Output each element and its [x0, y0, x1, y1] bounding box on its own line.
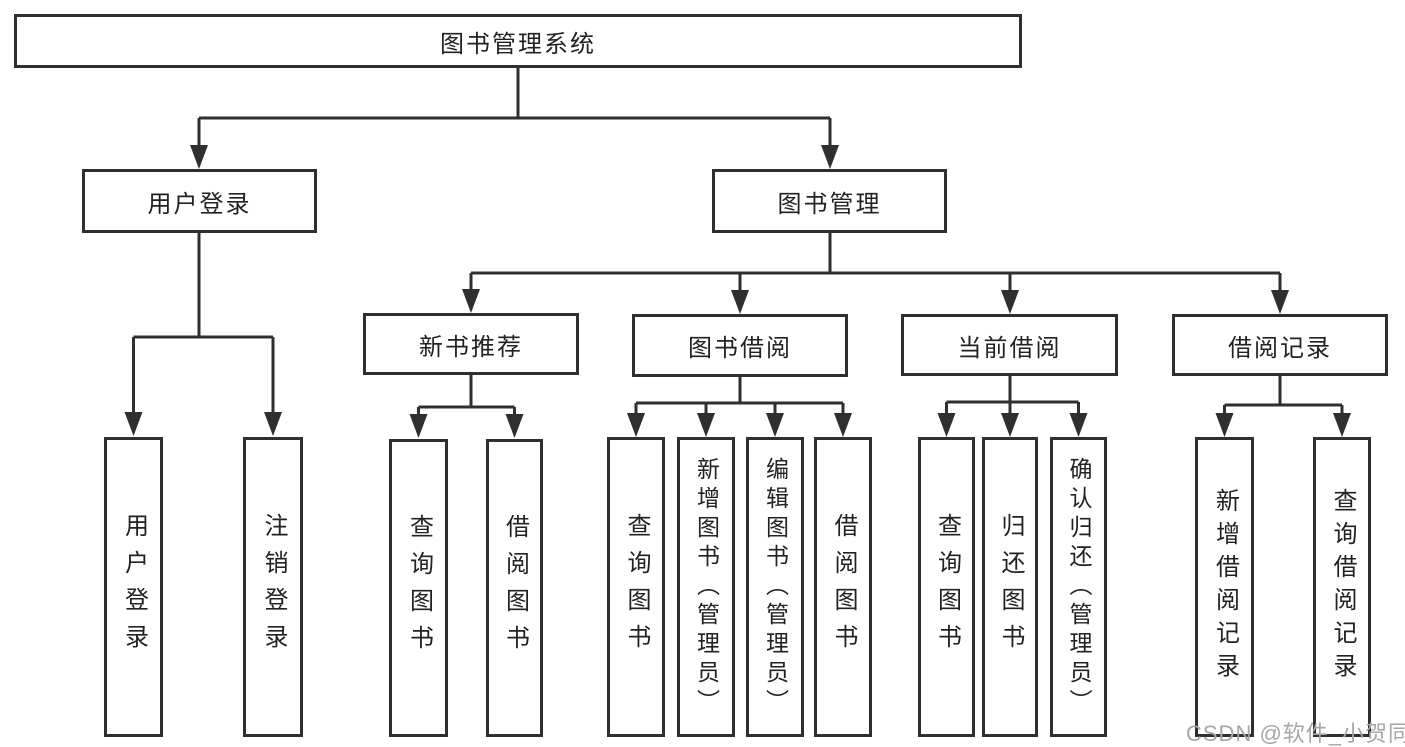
arrowheads-book-mgmt: [462, 289, 1289, 314]
node-book-mgmt-branch-label: 图书管理: [777, 190, 882, 218]
node-root-system: 图书管理系统: [14, 14, 1022, 68]
leaf-current-query: 查询图书: [918, 437, 975, 737]
leaf-records-query: 查询借阅记录: [1313, 437, 1371, 737]
leaf-borrow-query: 查询图书: [607, 437, 665, 737]
leaf-current-confirm-admin: 确认归还（管理员）: [1050, 437, 1107, 737]
leaf-user-logout-label: 注销登录: [260, 513, 287, 661]
leaf-newbooks-query: 查询图书: [389, 439, 448, 737]
node-new-books: 新书推荐: [363, 313, 579, 375]
leaf-records-query-label: 查询借阅记录: [1329, 488, 1356, 686]
leaf-current-return: 归还图书: [982, 437, 1038, 737]
node-user-login-branch: 用户登录: [82, 169, 317, 233]
node-current-borrow: 当前借阅: [901, 314, 1118, 376]
leaf-current-confirm-admin-label: 确认归还（管理员）: [1066, 456, 1092, 718]
arrowheads-user-login: [124, 412, 282, 436]
node-borrow-records: 借阅记录: [1172, 314, 1388, 376]
node-current-borrow-label: 当前借阅: [957, 334, 1062, 362]
node-book-mgmt-branch: 图书管理: [712, 169, 947, 233]
leaf-current-query-label: 查询图书: [933, 513, 961, 661]
leaf-records-add: 新增借阅记录: [1195, 437, 1254, 737]
node-user-login-branch-label: 用户登录: [147, 190, 252, 218]
leaf-records-add-label: 新增借阅记录: [1211, 488, 1239, 686]
node-new-books-label: 新书推荐: [419, 333, 523, 361]
node-book-borrow-label: 图书借阅: [688, 335, 792, 362]
arrowheads-new-books: [409, 414, 524, 438]
leaf-borrow-borrow: 借阅图书: [814, 437, 872, 737]
csdn-watermark: CSDN @软件_小贺同学: [1186, 721, 1405, 746]
connector-user-login: [132, 233, 275, 414]
leaf-borrow-query-label: 查询图书: [623, 513, 650, 661]
leaf-user-logout: 注销登录: [243, 437, 303, 737]
connector-book-borrow: [634, 377, 845, 415]
leaf-newbooks-query-label: 查询图书: [405, 514, 433, 662]
arrowheads-root: [190, 145, 839, 169]
leaf-newbooks-borrow-label: 借阅图书: [501, 514, 529, 662]
leaf-borrow-edit-admin-label: 编辑图书（管理员）: [762, 456, 789, 718]
connector-current-borrow: [945, 376, 1080, 415]
arrowheads-book-borrow: [627, 413, 852, 437]
leaf-newbooks-borrow: 借阅图书: [486, 439, 543, 737]
node-book-borrow: 图书借阅: [632, 314, 848, 377]
arrowheads-current-borrow: [937, 413, 1088, 437]
leaf-user-login: 用户登录: [104, 437, 163, 737]
leaf-borrow-add-admin-label: 新增图书（管理员）: [693, 456, 720, 718]
leaf-borrow-edit-admin: 编辑图书（管理员）: [746, 437, 804, 737]
leaf-current-return-label: 归还图书: [997, 513, 1024, 661]
leaf-user-login-label: 用户登录: [120, 513, 148, 661]
leaf-borrow-borrow-label: 借阅图书: [830, 513, 857, 661]
connector-book-mgmt: [469, 233, 1282, 291]
node-root-system-label: 图书管理系统: [440, 30, 596, 58]
leaf-borrow-add-admin: 新增图书（管理员）: [677, 437, 735, 737]
connector-borrow-records: [1223, 376, 1344, 415]
connector-root: [197, 68, 832, 147]
node-borrow-records-label: 借阅记录: [1228, 334, 1332, 362]
arrowheads-borrow-records: [1215, 413, 1351, 437]
connector-new-books: [417, 375, 516, 416]
